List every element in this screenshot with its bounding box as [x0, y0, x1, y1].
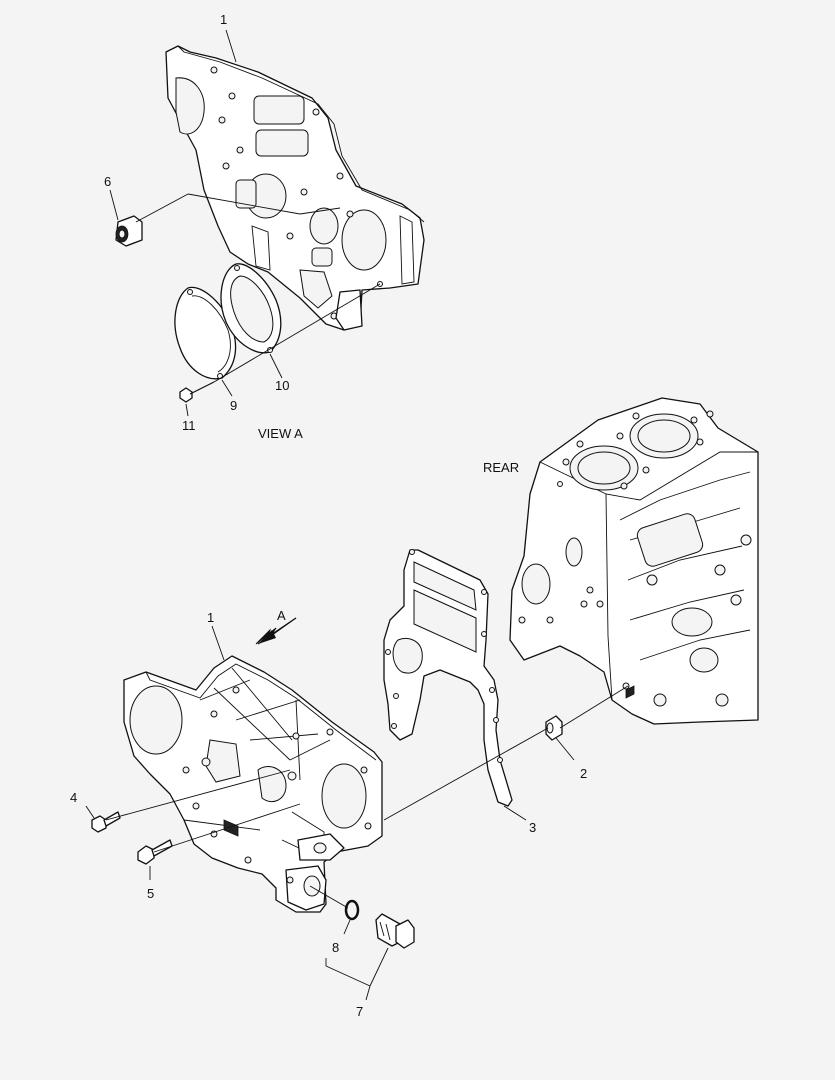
- engine-block: [509, 397, 759, 725]
- gasket-part-10: [220, 263, 282, 354]
- bolt-part-4: [91, 811, 121, 833]
- callout-4: 4: [70, 790, 77, 805]
- callout-6: 6: [104, 174, 111, 189]
- callout-8: 8: [332, 940, 339, 955]
- callout-5: 5: [147, 886, 154, 901]
- o-ring-part-8: [344, 899, 360, 921]
- view-a-label: VIEW A: [258, 426, 303, 441]
- callout-1-top: 1: [220, 12, 227, 27]
- bolt-part-11: [179, 381, 215, 403]
- front-cover-view-a: [165, 45, 425, 331]
- plug-part-6: [115, 215, 143, 247]
- view-a-arrow: [255, 617, 297, 645]
- rear-label: REAR: [483, 460, 519, 475]
- callout-1-lower: 1: [207, 610, 214, 625]
- leader-lines-lower: [85, 625, 629, 1001]
- bolt-part-5: [137, 839, 173, 865]
- callout-7: 7: [356, 1004, 363, 1019]
- leader-lines-view-a: [109, 29, 381, 417]
- callout-11: 11: [182, 418, 196, 433]
- callout-10: 10: [275, 378, 289, 393]
- callout-labels: 1 6 10 9 11 1 2 3 4 5 8 7 VIEW A REAR A: [70, 12, 587, 1019]
- callout-9: 9: [230, 398, 237, 413]
- sleeve-part-2: [545, 715, 563, 741]
- callout-3: 3: [529, 820, 536, 835]
- gasket-part-3: [383, 549, 513, 807]
- front-cover-lower: [123, 655, 383, 913]
- callout-2: 2: [580, 766, 587, 781]
- arrow-a-label: A: [277, 608, 286, 623]
- gasket-part-9: [174, 286, 237, 380]
- plug-bolt-part-7: [375, 913, 415, 949]
